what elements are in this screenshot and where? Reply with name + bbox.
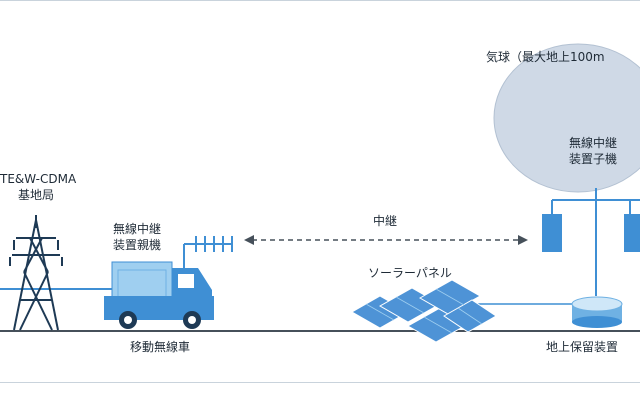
frame-bottom-border bbox=[0, 382, 640, 383]
yagi-antenna-icon bbox=[184, 236, 233, 252]
relay-child-label-line1: 無線中継 bbox=[568, 136, 617, 150]
transmission-tower-icon bbox=[9, 215, 63, 331]
ground-holding-unit-icon bbox=[571, 296, 623, 328]
solar-panel-icon bbox=[350, 279, 497, 343]
relay-child-label-line2: 装置子機 bbox=[568, 152, 617, 166]
solar-panel-label: ソーラーパネル bbox=[368, 266, 452, 280]
relay-parent-label-line1: 無線中継 bbox=[112, 222, 161, 236]
solar-panel-grid-icon bbox=[365, 288, 483, 334]
relay-parent-label-line2: 装置親機 bbox=[112, 238, 161, 252]
base-station-label-line1: TE&W-CDMA bbox=[0, 172, 77, 186]
relay-link-arrow bbox=[244, 235, 528, 245]
balloon-label: 気球（最大地上100m bbox=[486, 50, 605, 64]
balloon-icon bbox=[493, 43, 640, 193]
ground-unit-label: 地上保留装置 bbox=[546, 340, 619, 354]
relay-link-label: 中継 bbox=[372, 214, 397, 228]
relay-child-unit-icon bbox=[542, 188, 640, 252]
base-station-label-line2: 基地局 bbox=[18, 188, 55, 202]
mobile-radio-truck-icon bbox=[104, 244, 214, 329]
frame-top-border bbox=[0, 0, 640, 1]
mobile-vehicle-label: 移動無線車 bbox=[129, 340, 190, 354]
